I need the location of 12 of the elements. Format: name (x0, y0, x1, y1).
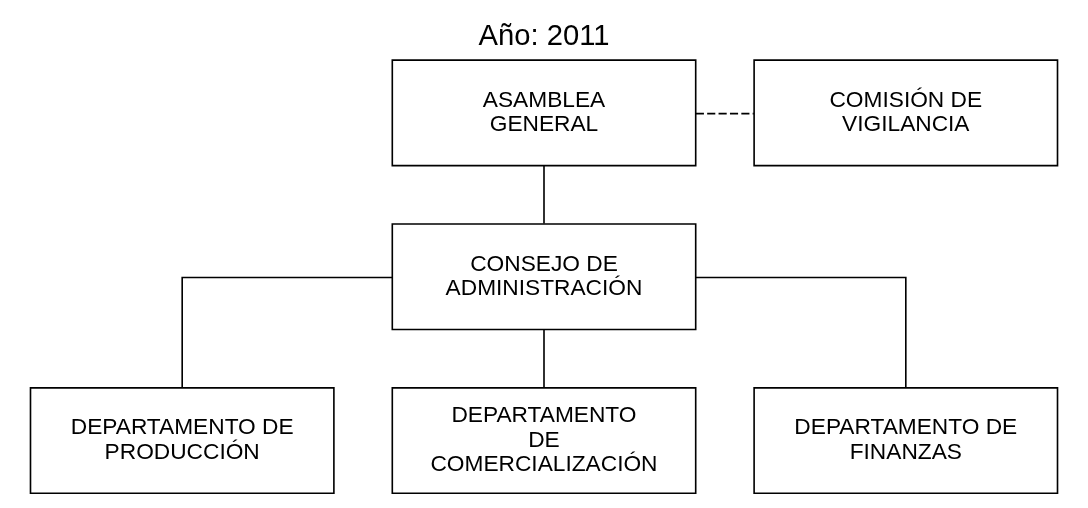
node-box: DEPARTAMENTO DE COMERCIALIZACIÓN (391, 387, 697, 495)
node-box: DEPARTAMENTO DE FINANZAS (753, 387, 1059, 495)
connector (695, 276, 907, 389)
connector (543, 164, 545, 225)
connector (695, 112, 755, 115)
node-box: COMISIÓN DE VIGILANCIA (753, 59, 1059, 167)
node-box: ASAMBLEA GENERAL (391, 59, 697, 167)
connector (181, 276, 393, 389)
node-box: CONSEJO DE ADMINISTRACIÓN (391, 223, 697, 331)
connector (543, 328, 545, 389)
node-box: DEPARTAMENTO DE PRODUCCIÓN (29, 387, 335, 495)
diagram-title: Año: 2011 (478, 18, 610, 51)
